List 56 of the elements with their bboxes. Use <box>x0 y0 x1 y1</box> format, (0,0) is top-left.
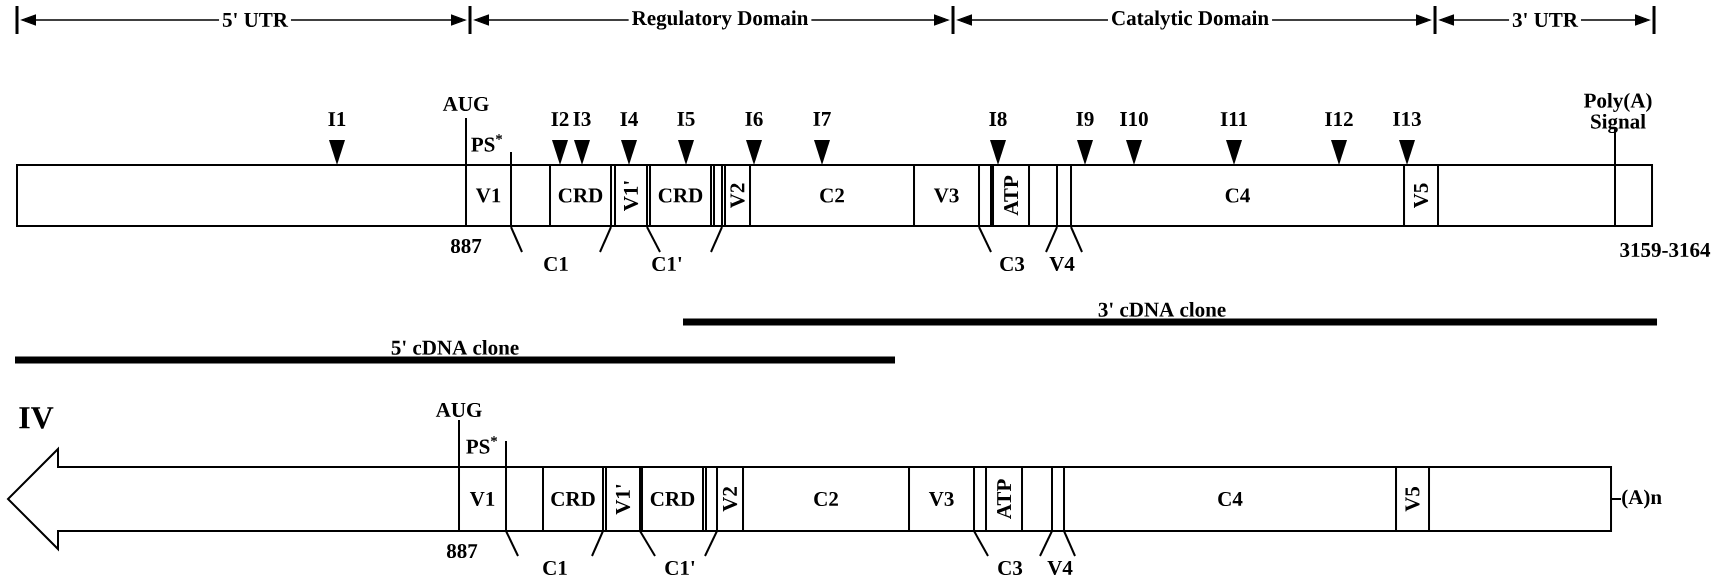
domain-label: 3' UTR <box>1509 11 1581 29</box>
intron-label: I8 <box>989 111 1007 127</box>
intron-label: I10 <box>1120 111 1148 127</box>
region-label: C1' <box>652 256 682 272</box>
position-label: 887 <box>446 543 478 559</box>
intron-label: I7 <box>813 112 831 126</box>
intron-label: I9 <box>1076 111 1094 127</box>
isoform-label: IV <box>19 407 54 429</box>
segment-box: C2 <box>742 466 910 532</box>
segment-box: C2 <box>749 164 915 227</box>
region-label: V4 <box>1047 560 1073 576</box>
site-label: PS$^{*}$ <box>466 436 498 454</box>
region-label: C1 <box>543 560 567 576</box>
segment-box: CRD <box>641 466 704 532</box>
region-label: C1' <box>665 560 695 576</box>
site-label: PS$^{*}$ <box>471 134 503 152</box>
intron-label: I5 <box>677 112 695 126</box>
domain-label: 5' UTR <box>219 12 291 28</box>
segment-box: V3 <box>908 466 975 532</box>
segment-box: V3 <box>913 164 980 227</box>
site-label: AUG <box>442 96 489 112</box>
intron-label: I6 <box>745 111 763 127</box>
tail-label: (A)n <box>1610 489 1662 509</box>
segment-box: C4 <box>1063 466 1397 532</box>
region-label: C3 <box>998 560 1023 576</box>
segment-box: C4 <box>1070 164 1405 227</box>
site-label: AUG <box>435 402 482 418</box>
segment-box: CRD <box>649 164 712 227</box>
intron-label: I4 <box>620 112 638 126</box>
position-label: 887 <box>450 238 482 254</box>
segment-box: V5 <box>1395 466 1430 532</box>
region-label: C3 <box>1000 256 1025 272</box>
domain-label: Regulatory Domain <box>628 9 812 31</box>
segment-box: V1' <box>605 466 641 532</box>
segment-box: ATP <box>992 164 1030 227</box>
intron-label: I3 <box>573 111 591 127</box>
segment-box: V2 <box>716 466 744 532</box>
segment-box: V5 <box>1403 164 1439 227</box>
segment-box: V1 <box>465 164 512 227</box>
segment-box: ATP <box>985 466 1023 532</box>
site-label: Poly(A) Signal <box>1584 92 1652 134</box>
domain-label: Catalytic Domain <box>1108 9 1273 31</box>
intron-label: I2 <box>551 112 569 126</box>
region-label: C1 <box>544 256 568 272</box>
intron-label: I12 <box>1325 112 1353 126</box>
position-label: 3159-3164 <box>1620 242 1711 258</box>
gene-bar <box>16 164 1653 227</box>
segment-box: V1 <box>458 466 507 532</box>
segment-box: CRD <box>549 164 612 227</box>
intron-label: I11 <box>1220 112 1247 126</box>
intron-label: I1 <box>328 112 346 126</box>
region-label: V4 <box>1049 256 1075 272</box>
segment-box: V2 <box>724 164 751 227</box>
segment-box: V1' <box>614 164 648 227</box>
segment-box: CRD <box>542 466 604 532</box>
intron-label: I13 <box>1393 111 1421 127</box>
